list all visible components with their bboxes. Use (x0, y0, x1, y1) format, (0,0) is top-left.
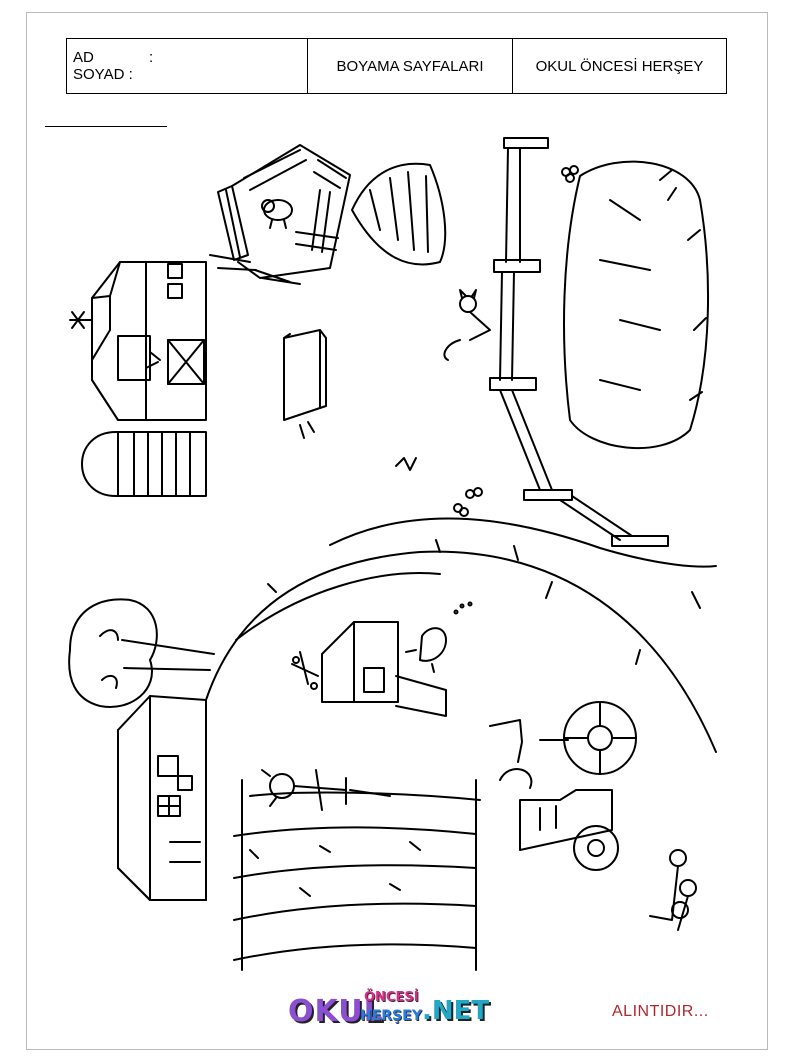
rooster-icon (405, 601, 473, 673)
crop-rows (233, 779, 481, 971)
hay-field (563, 160, 710, 450)
silo (81, 430, 207, 498)
chicken-coop (291, 621, 447, 717)
pig-icon (261, 199, 293, 229)
name-colon: : (149, 49, 154, 66)
logo-hersey: HERŞEY (360, 1008, 422, 1024)
flower-icons (395, 165, 579, 517)
logo-net: .NET (422, 996, 490, 1026)
tractor (489, 701, 637, 871)
pig-pen (209, 144, 351, 285)
page-title: BOYAMA SAYFALARI (307, 38, 513, 94)
barn (69, 261, 207, 421)
farmhouse (117, 695, 207, 901)
logo-oncesi: ÖNCESİ (364, 990, 419, 1005)
credit-text: ALINTIDIR... (612, 1003, 709, 1020)
site-logo: OKUL ÖNCESİ HERŞEY .NET (288, 990, 489, 1036)
scarecrow (261, 769, 391, 811)
fence (489, 137, 669, 547)
cat-icon (443, 289, 491, 361)
trough (283, 329, 327, 439)
divider-line (45, 126, 167, 127)
brand-cell: OKUL ÖNCESİ HERŞEY (512, 38, 727, 94)
haystack (351, 162, 447, 266)
page-border (26, 12, 768, 1050)
hills (205, 517, 717, 753)
tree (68, 598, 215, 708)
logo-okul: OKUL (288, 994, 384, 1029)
flowers-bottom (649, 849, 697, 931)
header-table: AD : SOYAD : BOYAMA SAYFALARI OKUL ÖNCES… (66, 38, 727, 94)
name-label: AD (73, 49, 94, 66)
name-cell: AD : SOYAD : (66, 38, 308, 94)
surname-label: SOYAD : (73, 66, 133, 83)
